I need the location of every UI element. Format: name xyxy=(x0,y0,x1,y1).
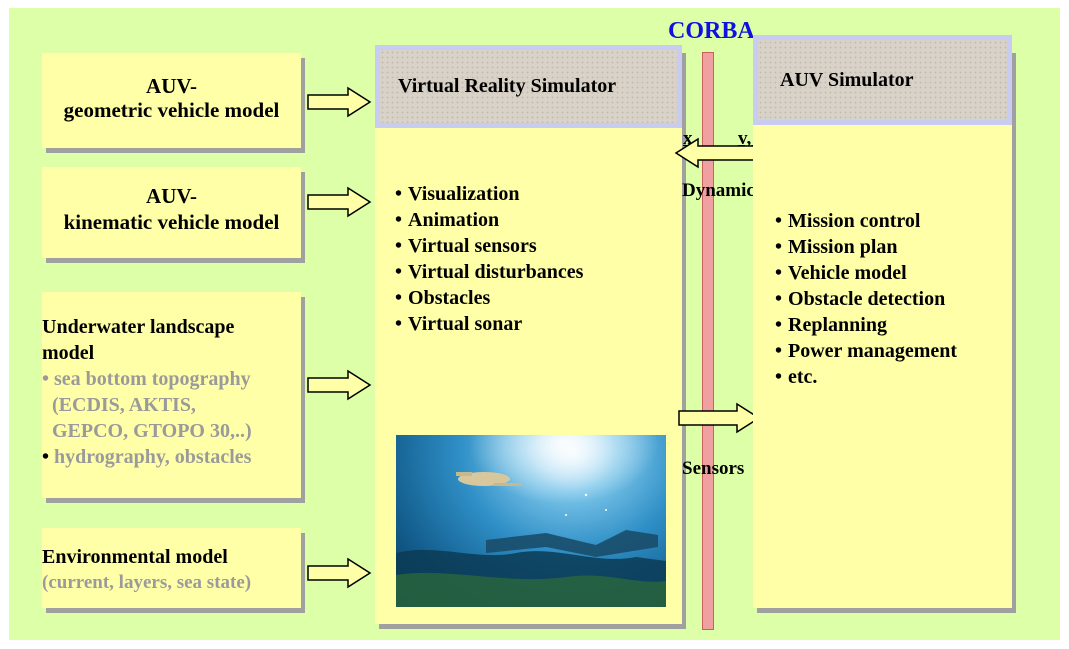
corba-bus-bar xyxy=(702,52,714,630)
auv-feature-list: Mission control Mission plan Vehicle mod… xyxy=(775,208,957,390)
environment-sub: (current, layers, sea state) xyxy=(42,572,252,593)
list-item: Virtual disturbances xyxy=(395,259,583,285)
list-item: Mission plan xyxy=(775,234,957,260)
list-item: Replanning xyxy=(775,312,957,338)
auv-simulator-header: AUV Simulator xyxy=(753,35,1012,125)
landscape-title-2: model xyxy=(42,342,95,364)
list-item: Virtual sonar xyxy=(395,311,583,337)
auv-simulator-box: Mission control Mission plan Vehicle mod… xyxy=(753,48,1012,608)
arrow-right-icon xyxy=(307,557,372,589)
x-label: x xyxy=(683,128,693,149)
landscape-sub-1: • sea bottom topography xyxy=(42,368,251,390)
vr-feature-list: Visualization Animation Virtual sensors … xyxy=(395,181,583,337)
underwater-scene-image xyxy=(396,435,666,607)
underwater-photo xyxy=(396,435,666,607)
kinematic-model-line2: kinematic vehicle model xyxy=(63,210,280,234)
geometric-model-line1: AUV- xyxy=(146,74,197,98)
list-item: Power management xyxy=(775,338,957,364)
arrow-right-icon xyxy=(307,186,372,218)
kinematic-model-line1: AUV- xyxy=(146,184,197,208)
arrow-right-icon xyxy=(678,402,761,434)
geometric-model-box: AUV- geometric vehicle model xyxy=(42,53,301,148)
vr-simulator-header: Virtual Reality Simulator xyxy=(375,45,682,128)
arrow-right-icon xyxy=(307,369,372,401)
landscape-title-1: Underwater landscape xyxy=(42,316,235,338)
landscape-sub-3: GEPCO, GTOPO 30,..) xyxy=(52,420,252,442)
landscape-sub-2: (ECDIS, AKTIS, xyxy=(52,394,196,416)
arrow-left-icon xyxy=(674,137,759,169)
landscape-bullet: • xyxy=(42,446,50,468)
list-item: Visualization xyxy=(395,181,583,207)
kinematic-model-box: AUV- kinematic vehicle model xyxy=(42,167,301,258)
list-item: Obstacles xyxy=(395,285,583,311)
corba-label: CORBA xyxy=(668,18,755,44)
auv-simulator-title: AUV Simulator xyxy=(780,68,914,91)
landscape-sub-4: hydrography, obstacles xyxy=(54,446,252,468)
landscape-model-box: Underwater landscape model • sea bottom … xyxy=(42,292,301,498)
environment-title: Environmental model xyxy=(42,546,228,568)
environment-model-box: Environmental model (current, layers, se… xyxy=(42,528,301,608)
geometric-model-line2: geometric vehicle model xyxy=(63,98,280,122)
list-item: Virtual sensors xyxy=(395,233,583,259)
vr-simulator-title: Virtual Reality Simulator xyxy=(398,75,617,97)
dynamic-label: Dynamic xyxy=(682,180,755,201)
list-item: etc. xyxy=(775,364,957,390)
list-item: Obstacle detection xyxy=(775,286,957,312)
arrow-right-icon xyxy=(307,86,372,118)
list-item: Vehicle model xyxy=(775,260,957,286)
list-item: Mission control xyxy=(775,208,957,234)
list-item: Animation xyxy=(395,207,583,233)
sensors-label: Sensors xyxy=(682,458,745,479)
